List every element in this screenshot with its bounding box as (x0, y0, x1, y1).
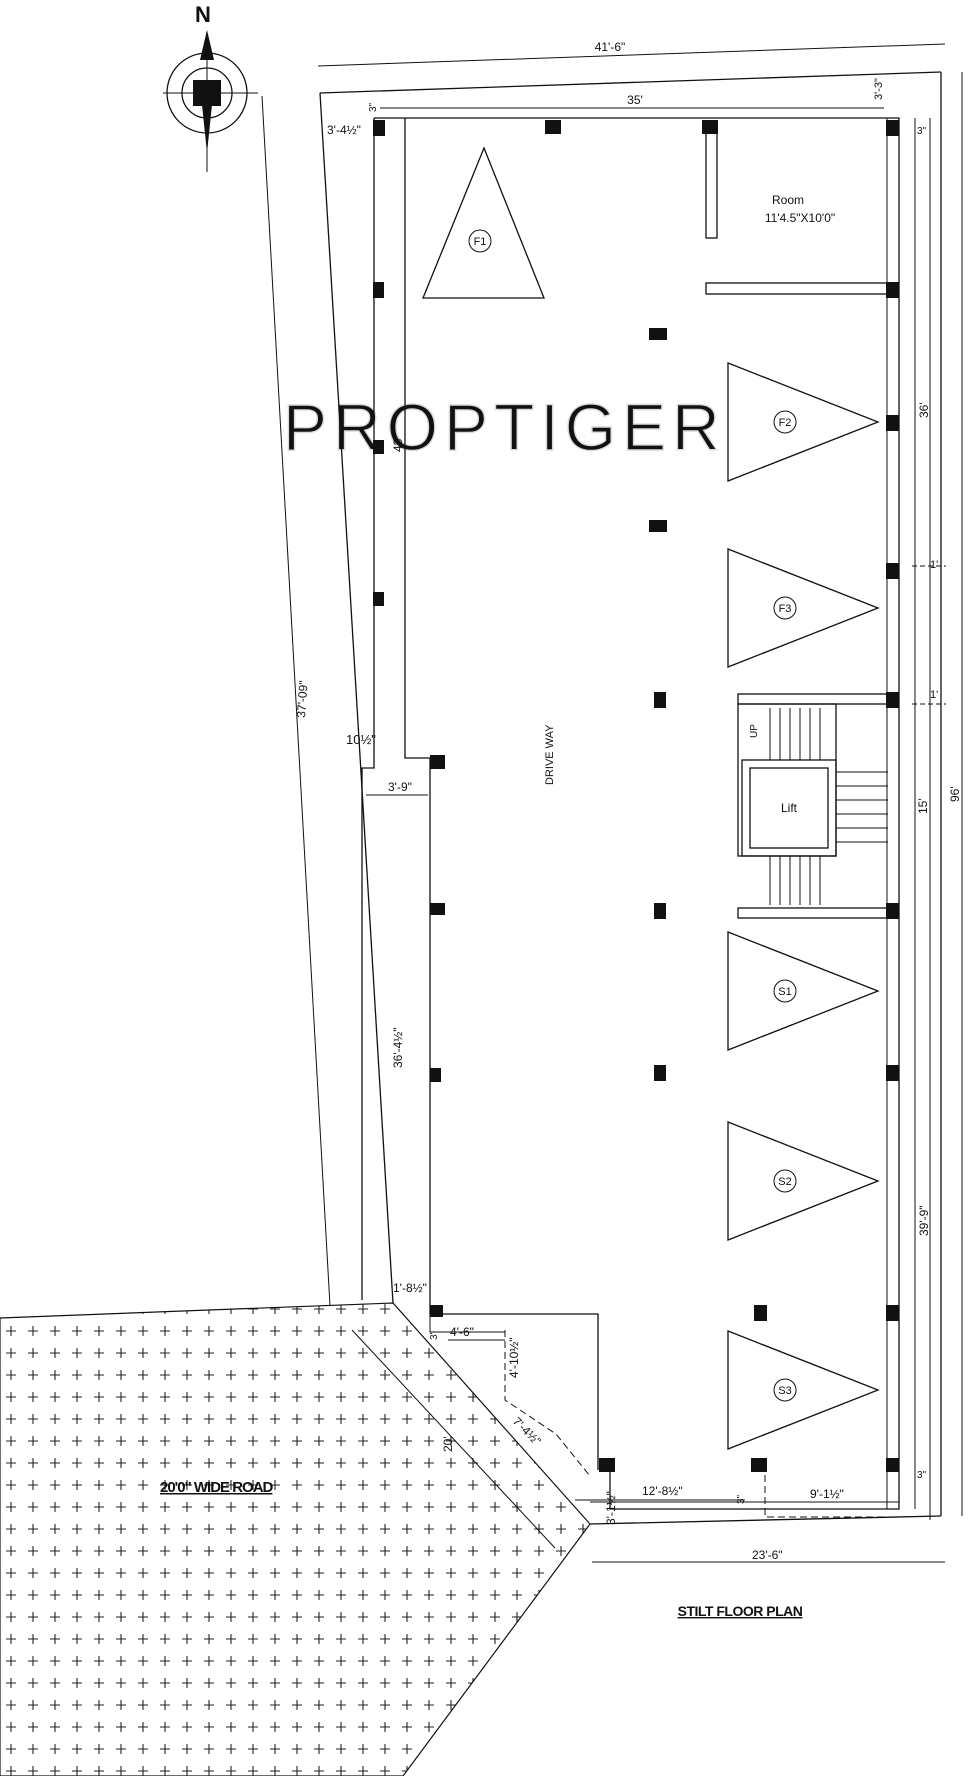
dim-left-top: 3'-4½" (327, 123, 361, 137)
dim-entry-4-6: 4'-6" (450, 1325, 474, 1339)
north-label: N (195, 2, 211, 27)
parking-label: F2 (779, 417, 792, 429)
dim-right-96: 96' (948, 786, 962, 802)
parking-f1: F1 (422, 146, 545, 299)
parking-s2: S2 (727, 1121, 880, 1241)
parking-label: S3 (778, 1385, 791, 1397)
dim-right-36: 36' (917, 402, 931, 418)
parking-label: F3 (779, 603, 792, 615)
lift-label: Lift (781, 801, 798, 815)
dim-right-1a: 1' (930, 559, 938, 571)
dim-road: 20' (441, 1436, 455, 1452)
driveway-label: DRIVE WAY (544, 724, 556, 785)
building-outline (361, 117, 900, 1510)
dim-left-1-8: 1'-8½" (393, 1281, 427, 1295)
columns (373, 120, 899, 1472)
dim-right-15: 15' (916, 798, 930, 814)
parking-s1: S1 (727, 931, 880, 1051)
dim-entry-4-10: 4'-10½" (507, 1337, 521, 1378)
dim-top-left-3: 3" (368, 102, 379, 112)
plot-boundary (319, 71, 942, 1525)
dim-bottom-23-6: 23'-6" (752, 1548, 783, 1562)
dim-right-1b: 1' (930, 689, 938, 701)
room-size: 11'4.5"X10'0" (765, 211, 835, 225)
dim-top-overall: 41'-6" (595, 40, 626, 54)
dim-bottom-3-1: 3'-1½" (604, 1491, 618, 1525)
parking-label: S2 (778, 1176, 791, 1188)
dim-bottom-3: 3" (736, 1494, 747, 1504)
dim-entry-3: 3" (429, 1330, 440, 1340)
parking-label: S1 (778, 986, 791, 998)
up-label: UP (749, 724, 760, 738)
dim-top-right: 3'-3" (873, 78, 885, 100)
plan-title: STILT FLOOR PLAN (678, 1603, 803, 1619)
dim-right-39: 39'-9" (917, 1205, 931, 1236)
dim-left-10: 10½" (346, 732, 376, 747)
room-label: Room (772, 193, 804, 207)
dim-bottom-9-1: 9'-1½" (810, 1487, 844, 1501)
north-arrow-icon (163, 30, 258, 172)
dimension-lines (317, 43, 963, 1563)
dim-left-36: 36'-4½" (391, 1027, 405, 1068)
parking-label: F1 (474, 236, 487, 248)
dim-top-inner: 35' (627, 93, 643, 107)
parking-f3: F3 (727, 548, 880, 668)
road-label: 20'0" WIDE ROAD (160, 1479, 274, 1496)
parking-f2: F2 (727, 362, 880, 482)
dim-bottom-12-8: 12'-8½" (642, 1484, 683, 1498)
staircase (737, 693, 889, 919)
parking-s3: S3 (727, 1330, 880, 1450)
dim-right-3: 3" (917, 126, 927, 137)
dim-right-3b: 3" (917, 1470, 927, 1481)
watermark: PROPTIGER (283, 390, 726, 464)
road-area (0, 1302, 591, 1776)
dim-left-3-9: 3'-9" (388, 780, 412, 794)
lift (741, 759, 837, 857)
dim-left-side: 37'-09" (294, 680, 311, 718)
dim-left-43: 43' (391, 436, 405, 452)
